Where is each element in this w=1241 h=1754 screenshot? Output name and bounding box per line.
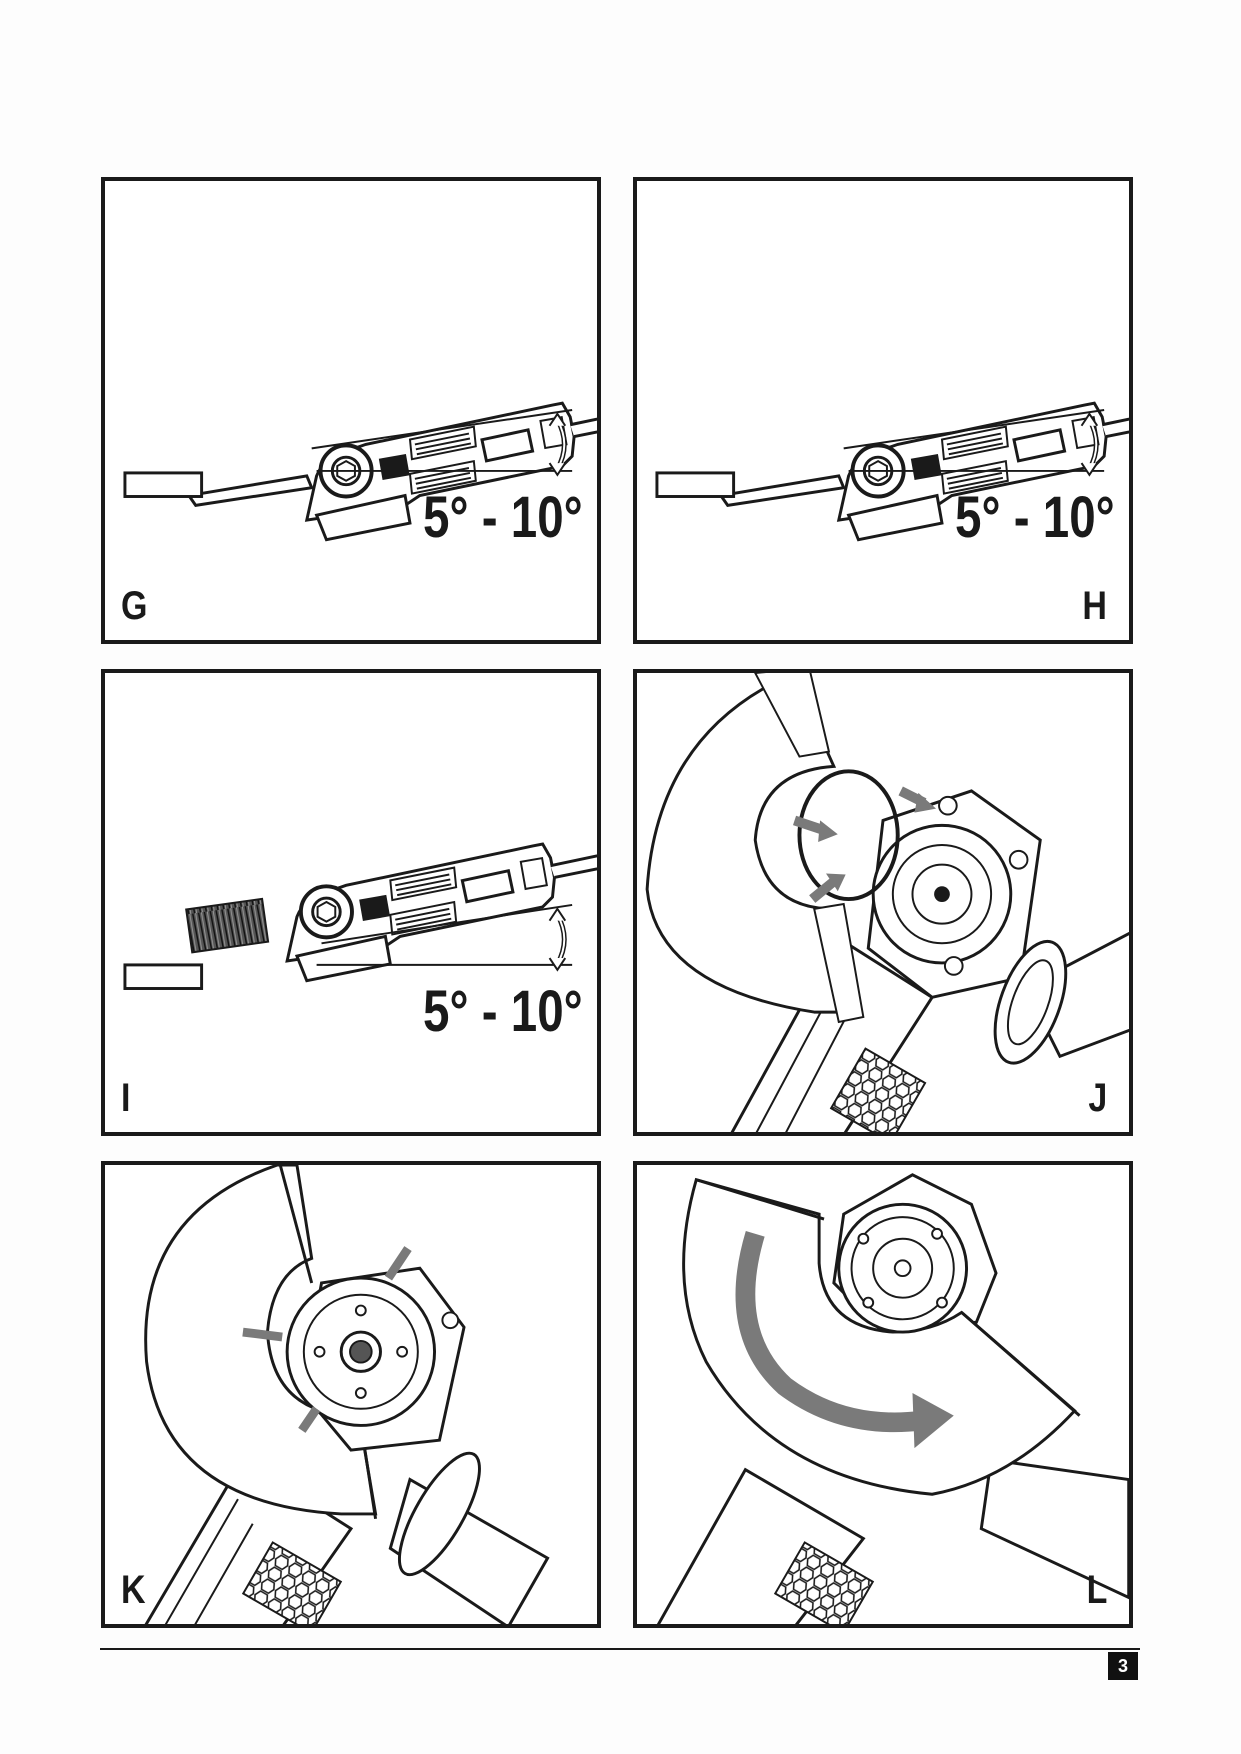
- guard-alignment-illustration: [144, 1165, 550, 1624]
- angle-label: 5° - 10°: [423, 485, 583, 550]
- figure-panel-l: L: [633, 1161, 1133, 1628]
- grinder-flat-sanding-illustration: [123, 401, 597, 542]
- figure-panel-h: 5° - 10° H: [633, 177, 1133, 644]
- angle-label: 5° - 10°: [955, 485, 1115, 550]
- panel-label: G: [121, 584, 148, 628]
- panel-label: K: [121, 1568, 146, 1612]
- panel-label: I: [121, 1076, 131, 1120]
- figure-panel-g: 5° - 10° G: [101, 177, 601, 644]
- guard-fitting-illustration: [645, 673, 1129, 1132]
- page-number: 3: [1108, 1652, 1138, 1680]
- panel-label: H: [1082, 584, 1107, 628]
- panel-label: L: [1086, 1568, 1107, 1612]
- grinder-flat-sanding-illustration: [655, 401, 1129, 542]
- panel-label: J: [1088, 1076, 1107, 1120]
- figure-panel-k: K: [101, 1161, 601, 1628]
- angle-label: 5° - 10°: [423, 979, 583, 1044]
- figure-panel-i: 5° - 10° I: [101, 669, 601, 1136]
- grinder-wire-brush-illustration: [123, 842, 597, 990]
- footer-rule: [100, 1648, 1140, 1650]
- figure-panel-j: J: [633, 669, 1133, 1136]
- guard-rotation-illustration: [656, 1173, 1129, 1624]
